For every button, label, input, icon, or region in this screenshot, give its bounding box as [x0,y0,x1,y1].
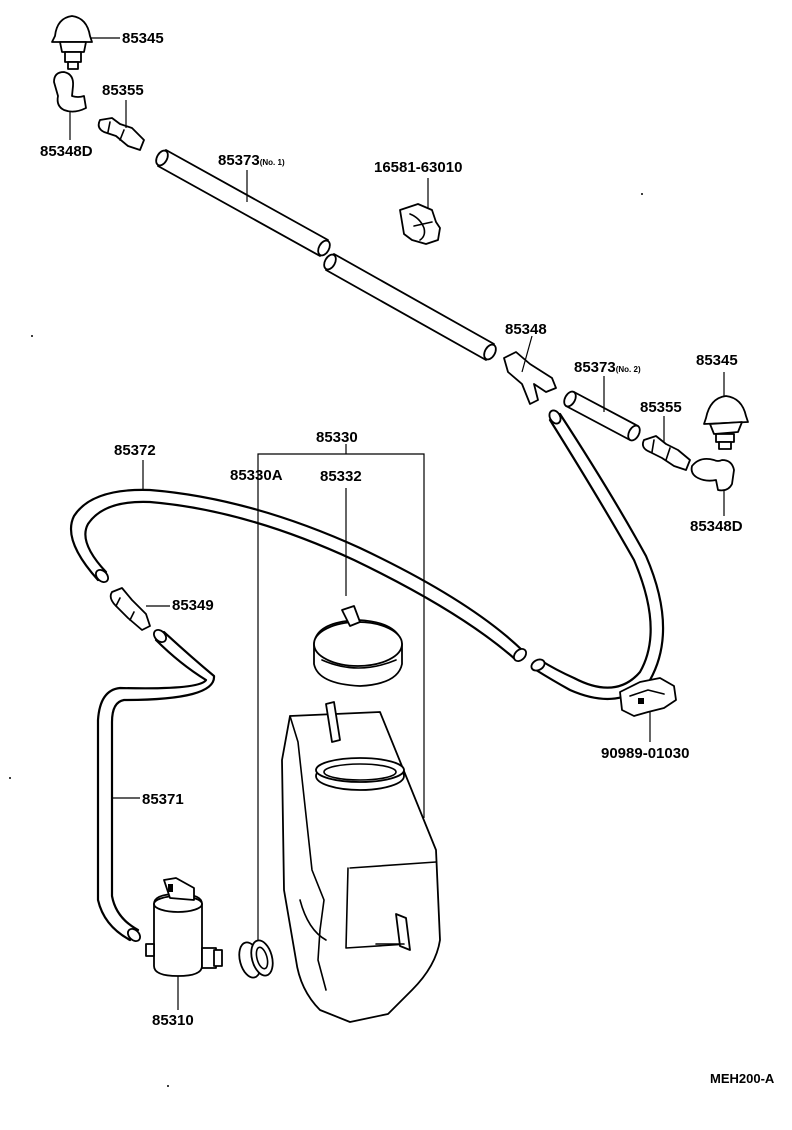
label-elbow-left: 85348D [40,143,93,160]
label-clamp-bottom: 90989-01030 [601,745,690,762]
label-clamp-top: 16581-63010 [374,159,463,176]
label-cap: 85332 [320,468,362,485]
washer-hose-no1-segment-b [323,253,497,361]
label-hose-no2: 85373(No. 2) [574,360,641,375]
label-nozzle-right: 85345 [696,352,738,369]
tank-assembly-bracket [257,444,425,940]
label-hose-no1-note: (No. 1) [259,158,285,167]
washer-pump [145,877,223,1010]
tank-cap [313,605,403,687]
washer-hose-right-return [530,409,665,701]
hose-joint-left [97,100,145,151]
hose-clamp-top [399,178,441,245]
pump-grommet [238,939,274,979]
label-hose-no2-number: 85373 [574,359,616,376]
washer-nozzle-left [51,15,120,70]
scan-dots [9,193,643,1087]
label-hose-no1-number: 85373 [218,152,260,169]
washer-hose-long [69,460,527,662]
figure-code: MEH200-A [710,1071,775,1086]
label-check-valve: 85349 [172,597,214,614]
hose-elbow-right [690,457,735,516]
label-tank-sub: 85330A [230,467,283,484]
washer-hose-no1-segment-a [155,149,331,257]
label-tank-assy: 85330 [316,429,358,446]
label-pump: 85310 [152,1012,194,1029]
washer-nozzle-right [703,372,749,450]
label-hose-pump: 85371 [142,791,184,808]
label-hose-no2-note: (No. 2) [615,365,641,374]
label-joint-left: 85355 [102,82,144,99]
label-elbow-right: 85348D [690,518,743,535]
hose-clamp-bottom [619,677,677,742]
washer-tank [281,701,441,1023]
check-valve [109,587,170,631]
label-hose-long: 85372 [114,442,156,459]
label-nozzle-left: 85345 [122,30,164,47]
washer-hose-pump [96,629,216,942]
tee-joint [503,335,557,405]
label-joint-right: 85355 [640,399,682,416]
hose-elbow-left [53,71,87,140]
hose-joint-right [641,416,691,471]
label-hose-no1: 85373(No. 1) [218,153,285,168]
washer-hose-no2 [563,376,641,442]
label-tee-joint: 85348 [505,321,547,338]
